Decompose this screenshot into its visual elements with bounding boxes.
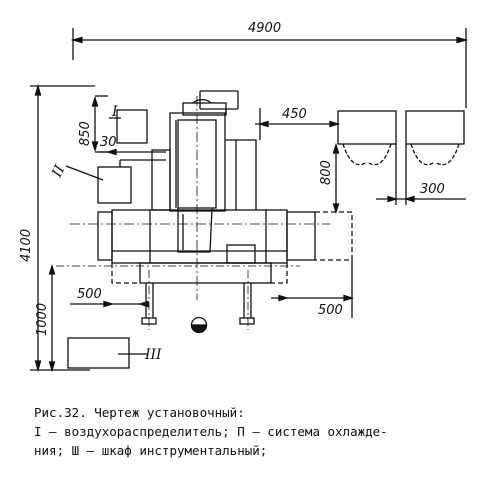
caption-line-2: I – воздухораспределитель; П – система о… bbox=[34, 424, 388, 439]
dimension-total-width: 4900 bbox=[70, 21, 469, 108]
machine-body bbox=[56, 90, 353, 330]
dim-500-left-label: 500 bbox=[77, 287, 102, 302]
floor-marker-symbol bbox=[190, 316, 208, 334]
dim-4900-label: 4900 bbox=[248, 21, 281, 36]
unit-2-label: II bbox=[49, 162, 69, 180]
tool-cabinet-unit: III bbox=[67, 337, 162, 369]
unit-3-label: III bbox=[144, 347, 162, 363]
dim-300-label: 300 bbox=[420, 182, 445, 197]
dimension-850: 850 bbox=[78, 95, 108, 153]
dimension-total-height: 4100 bbox=[19, 83, 95, 373]
dimension-450: 450 bbox=[255, 107, 341, 140]
unit-1-label: I bbox=[111, 104, 118, 120]
cooling-system-unit: II bbox=[49, 159, 166, 204]
dimension-30: 30 bbox=[100, 135, 166, 156]
figure-caption: Рис.32. Чертеж установочный: I – воздухо… bbox=[34, 403, 484, 460]
dim-450-label: 450 bbox=[282, 107, 307, 122]
dimension-1000: 1000 bbox=[35, 263, 56, 373]
caption-line-1: Рис.32. Чертеж установочный: bbox=[34, 405, 245, 420]
dim-850-label: 850 bbox=[78, 121, 93, 146]
dimension-500-right: 500 bbox=[271, 260, 355, 318]
dimension-300: 300 bbox=[376, 182, 466, 203]
dim-500-right-label: 500 bbox=[318, 303, 343, 318]
dim-4100-label: 4100 bbox=[19, 229, 34, 262]
caption-line-3: ния; Ш – шкаф инструментальный; bbox=[34, 443, 268, 458]
dimension-500-left: 500 bbox=[70, 287, 149, 308]
dim-30-label: 30 bbox=[100, 135, 117, 150]
dim-800-label: 800 bbox=[319, 160, 334, 185]
dimension-800: 800 bbox=[319, 142, 340, 215]
air-distributor-unit: I bbox=[109, 104, 148, 144]
electrical-cabinets bbox=[337, 110, 465, 205]
dim-1000-label: 1000 bbox=[35, 303, 50, 336]
